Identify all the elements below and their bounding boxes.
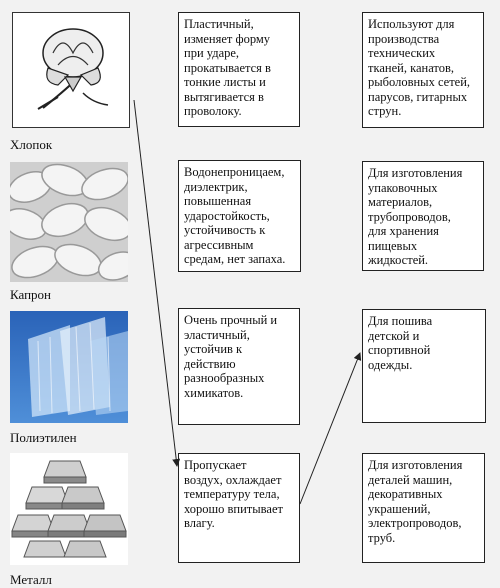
property-box-4: Пропускает воздух, охлаждает температуру… — [178, 453, 300, 563]
material-name-nylon: Капрон — [10, 287, 52, 302]
metal-ingots-image — [10, 453, 128, 565]
material-name-metal: Металл — [10, 572, 52, 587]
property-box-2: Водонепроницаем, диэлектрик, повышенная … — [178, 160, 301, 272]
arrow-property-to-use — [299, 352, 362, 505]
material-name-cotton: Хлопок — [10, 137, 53, 152]
material-name-polyethylene: Полиэтилен — [10, 430, 77, 445]
property-box-3: Очень прочный и эластичный, устойчив к д… — [178, 308, 300, 425]
use-box-2: Для изготовления упаковочных материалов,… — [362, 161, 484, 271]
use-box-3: Для пошива детской и спортивной одежды. — [362, 309, 486, 423]
use-box-1: Используют для производства технических … — [362, 12, 484, 128]
cotton-image — [12, 12, 130, 128]
arrow-cotton-to-property — [133, 99, 181, 467]
use-box-4: Для изготовления деталей машин, декорати… — [362, 453, 485, 563]
polyethylene-image — [10, 311, 128, 423]
property-box-1: Пластичный, изменяет форму при ударе, пр… — [178, 12, 300, 127]
nylon-rope-image — [10, 162, 128, 282]
